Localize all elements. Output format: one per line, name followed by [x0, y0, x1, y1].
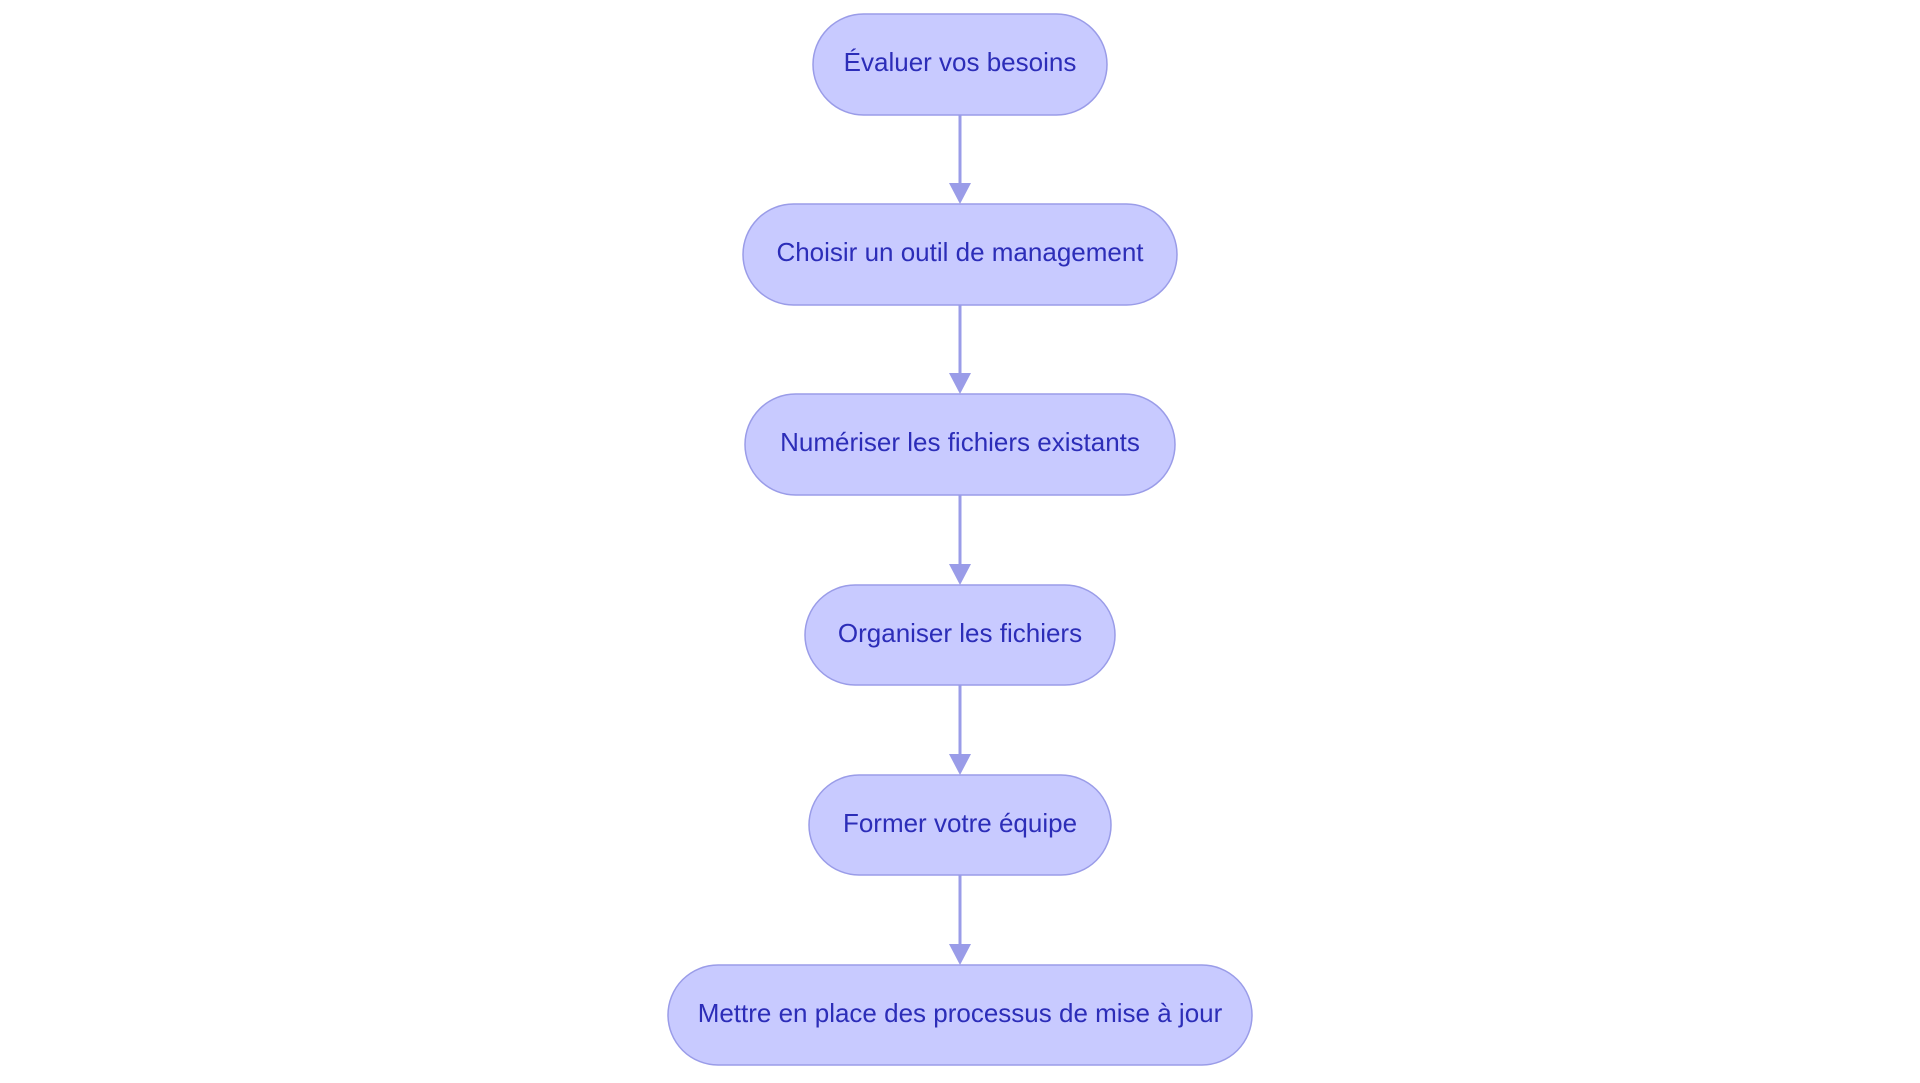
node-label: Numériser les fichiers existants: [780, 427, 1140, 457]
node-label: Organiser les fichiers: [838, 618, 1082, 648]
node-evaluer-besoins: Évaluer vos besoins: [812, 13, 1108, 116]
edge-n3-n4: [949, 495, 971, 585]
edge-n4-n5: [949, 685, 971, 775]
node-label: Former votre équipe: [843, 808, 1077, 838]
node-label: Choisir un outil de management: [776, 237, 1144, 267]
edge-n5-n6: [949, 875, 971, 965]
node-organiser-fichiers: Organiser les fichiers: [804, 584, 1116, 686]
edges: [949, 115, 971, 965]
edge-n1-n2: [949, 115, 971, 204]
node-numeriser-fichiers: Numériser les fichiers existants: [744, 393, 1176, 496]
node-choisir-outil: Choisir un outil de management: [742, 203, 1178, 306]
node-label: Évaluer vos besoins: [844, 47, 1077, 77]
node-processus-mise-a-jour: Mettre en place des processus de mise à …: [667, 964, 1253, 1066]
edge-n2-n3: [949, 305, 971, 394]
node-former-equipe: Former votre équipe: [808, 774, 1112, 876]
nodes: Évaluer vos besoins Choisir un outil de …: [667, 13, 1253, 1066]
node-label: Mettre en place des processus de mise à …: [698, 998, 1223, 1028]
